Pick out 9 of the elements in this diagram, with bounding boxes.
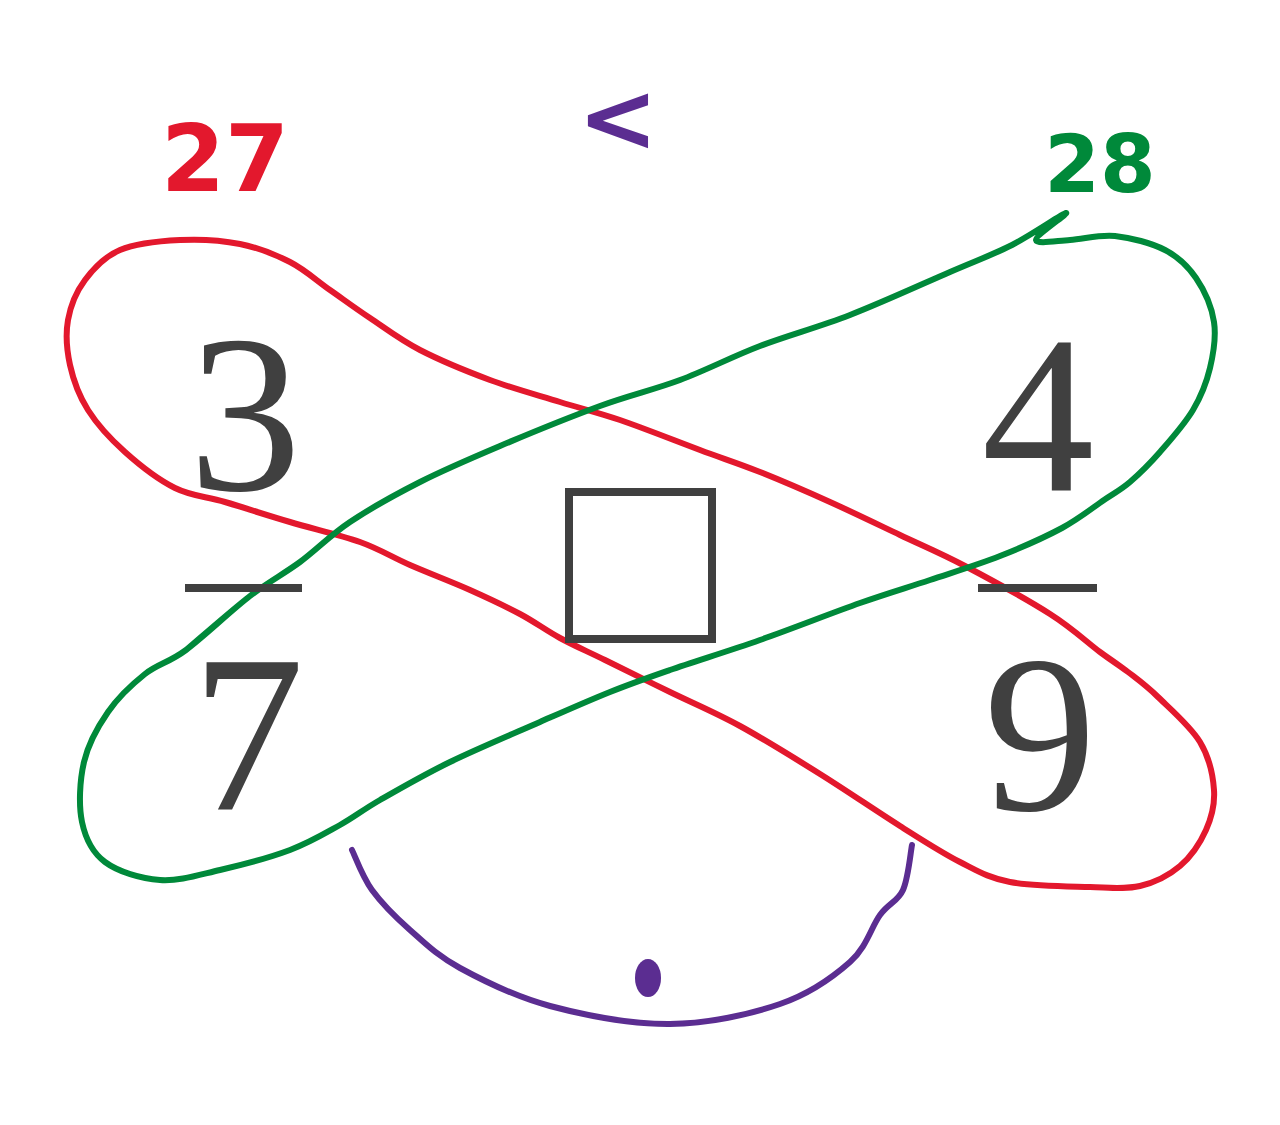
denominator: 9 [983, 621, 1097, 847]
numerator: 3 [188, 301, 302, 527]
denominator: 7 [191, 621, 305, 847]
numerator: 4 [981, 301, 1095, 527]
answer-box [565, 488, 716, 643]
product-number: 27 [161, 114, 289, 206]
product-number: 28 [1044, 125, 1156, 205]
less-than-sign: < [577, 70, 659, 166]
connector-arc [349, 842, 915, 1027]
